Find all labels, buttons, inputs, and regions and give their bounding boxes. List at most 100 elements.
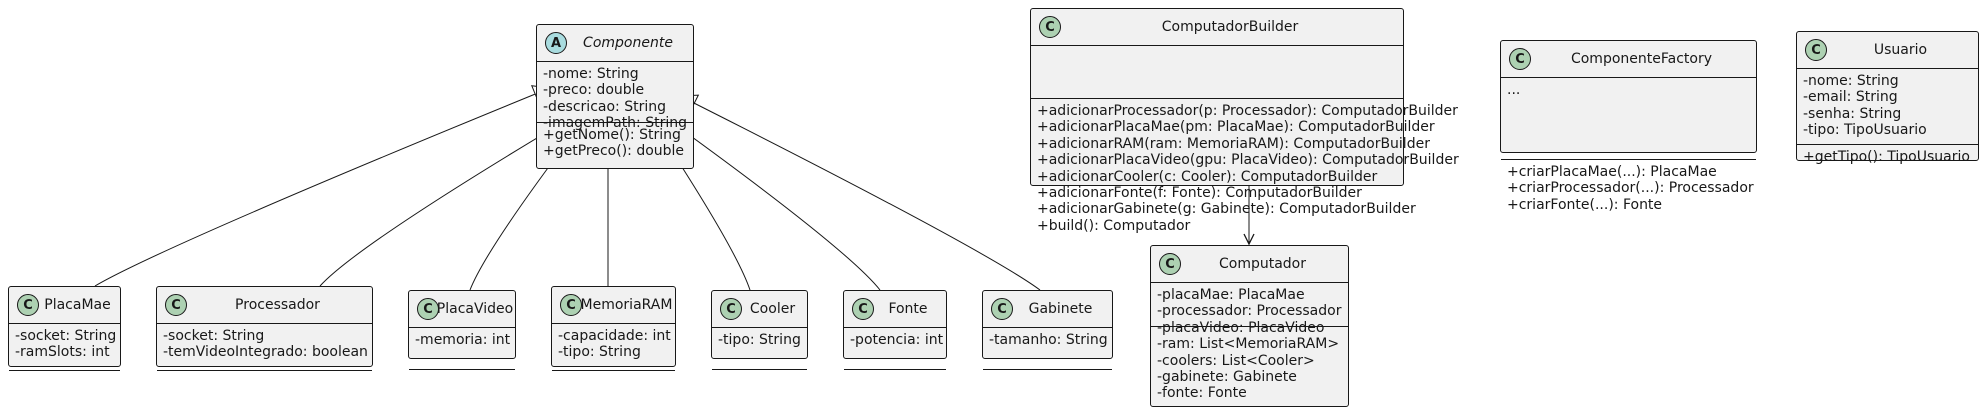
class-header: C Gabinete <box>983 291 1112 327</box>
field-row: -tipo: TipoUsuario <box>1803 122 1927 139</box>
methods-section <box>1151 326 1348 351</box>
class-name: ComputadorBuilder <box>1161 19 1299 35</box>
field-row: -preco: double <box>543 82 645 99</box>
inheritance-line-placamae <box>94 87 551 287</box>
field-row: -potencia: int <box>850 332 944 348</box>
field-row: -tipo: String <box>558 344 641 361</box>
class-icon: C <box>560 294 582 316</box>
fields-section: -tamanho: String <box>983 327 1112 369</box>
fields-section: -socket: String-temVideoIntegrado: boole… <box>157 323 372 370</box>
fields-section <box>1031 45 1403 98</box>
field-row: -socket: String <box>15 328 117 344</box>
fields-section: -memoria: int <box>409 327 515 369</box>
field-row: -ram: List<MemoriaRAM> <box>1157 336 1340 353</box>
class-computadorbuilder: C ComputadorBuilder +adicionarProcessador(… <box>1030 8 1459 234</box>
field-row: -capacidade: int <box>558 328 671 344</box>
association-arrowhead <box>1243 233 1255 246</box>
class-icon: C <box>1159 253 1181 275</box>
method-row: +build(): Computador <box>1037 217 1191 234</box>
class-name: Gabinete <box>1028 301 1093 317</box>
field-row: -ramSlots: int <box>15 344 110 361</box>
methods-section <box>712 369 807 394</box>
field-row: -temVideoIntegrado: boolean <box>163 344 368 361</box>
class-header: C Computador <box>1151 246 1348 282</box>
field-row: -memoria: int <box>415 332 511 348</box>
inheritance-line-fonte <box>669 120 881 291</box>
class-name: Fonte <box>888 301 928 317</box>
class-icon: C <box>1805 39 1827 61</box>
class-icon: C <box>991 298 1013 320</box>
class-header: C ComputadorBuilder <box>1031 9 1403 45</box>
methods-section <box>409 369 515 394</box>
field-row: -placaMae: PlacaMae <box>1157 287 1305 303</box>
class-name: PlacaVideo <box>436 301 514 317</box>
class-name: MemoriaRAM <box>580 297 673 313</box>
inheritance-line-gabinete <box>679 95 1041 291</box>
class-name: Computador <box>1218 256 1306 272</box>
methods-section: +adicionarProcessador(p: Processador): C… <box>1031 98 1459 238</box>
class-componente: A Componente -nome: String-preco: double-d… <box>536 24 694 169</box>
field-row: -nome: String <box>543 66 639 82</box>
methods-section <box>844 369 946 394</box>
class-header: A Componente <box>537 25 693 61</box>
method-row: +adicionarRAM(ram: MemoriaRAM): Computad… <box>1037 135 1430 152</box>
fields-section: -socket: String-ramSlots: int <box>9 323 120 370</box>
fields-section: -placaMae: PlacaMae-processador: Process… <box>1151 282 1348 401</box>
methods-section <box>9 370 120 395</box>
methods-section <box>983 369 1112 394</box>
field-row: -email: String <box>1803 89 1898 106</box>
class-icon: C <box>417 298 439 320</box>
fields-section: -potencia: int <box>844 327 946 369</box>
fields-section: -capacidade: int-tipo: String <box>552 323 675 370</box>
class-gabinete: C Gabinete -tamanho: String <box>982 290 1113 370</box>
methods-section <box>552 370 675 395</box>
method-row: +adicionarPlacaVideo(gpu: PlacaVideo): C… <box>1037 152 1459 169</box>
field-row: -tamanho: String <box>989 332 1108 348</box>
inheritance-line-processador <box>319 122 563 287</box>
method-row: +adicionarPlacaMae(pm: PlacaMae): Comput… <box>1037 119 1435 136</box>
class-name: Usuario <box>1873 42 1928 58</box>
method-row: +criarPlacaMae(...): PlacaMae <box>1507 164 1717 180</box>
field-row: -tipo: String <box>718 332 801 348</box>
class-header: C Usuario <box>1797 32 1978 68</box>
methods-section: +criarPlacaMae(...): PlacaMae+criarProce… <box>1501 159 1756 217</box>
method-row: +criarFonte(...): Fonte <box>1507 196 1663 213</box>
class-name: Componente <box>583 35 673 51</box>
class-icon: C <box>17 294 39 316</box>
field-row: -placaVideo: PlacaVideo <box>1157 319 1325 336</box>
method-row: +adicionarGabinete(g: Gabinete): Computa… <box>1037 201 1416 218</box>
fields-section: -nome: String-preco: double-descricao: S… <box>537 61 693 131</box>
field-row: -senha: String <box>1803 105 1902 122</box>
class-placamae: C PlacaMae -socket: String-ramSlots: int <box>8 286 121 371</box>
fields-section: -tipo: String <box>712 327 807 369</box>
fields-section: ... <box>1501 77 1756 159</box>
method-row: +adicionarCooler(c: Cooler): ComputadorB… <box>1037 168 1378 185</box>
method-row: +criarProcessador(...): Processador <box>1507 180 1754 197</box>
class-icon: C <box>1509 48 1531 70</box>
class-computador: C Computador -placaMae: PlacaMae-processad… <box>1150 245 1349 407</box>
field-row: -imagemPath: String <box>543 115 687 132</box>
class-name: PlacaMae <box>44 297 111 313</box>
field-row: ... <box>1507 82 1521 98</box>
method-row: +adicionarProcessador(p: Processador): C… <box>1037 103 1458 119</box>
class-icon: C <box>1039 16 1061 38</box>
method-row: +getPreco(): double <box>543 143 685 160</box>
class-icon: C <box>165 294 187 316</box>
methods-section: +getTipo(): TipoUsuario <box>1797 144 1978 169</box>
abstract-class-icon: A <box>545 32 567 54</box>
methods-section <box>157 370 372 395</box>
methods-section: +getNome(): String+getPreco(): double <box>537 122 693 164</box>
class-name: Cooler <box>749 301 796 317</box>
field-row: -coolers: List<Cooler> <box>1157 352 1315 369</box>
method-row: +adicionarFonte(f: Fonte): ComputadorBui… <box>1037 185 1362 202</box>
class-header: C ComponenteFactory <box>1501 41 1756 77</box>
field-row: -gabinete: Gabinete <box>1157 369 1297 386</box>
class-name: ComponenteFactory <box>1570 51 1713 67</box>
